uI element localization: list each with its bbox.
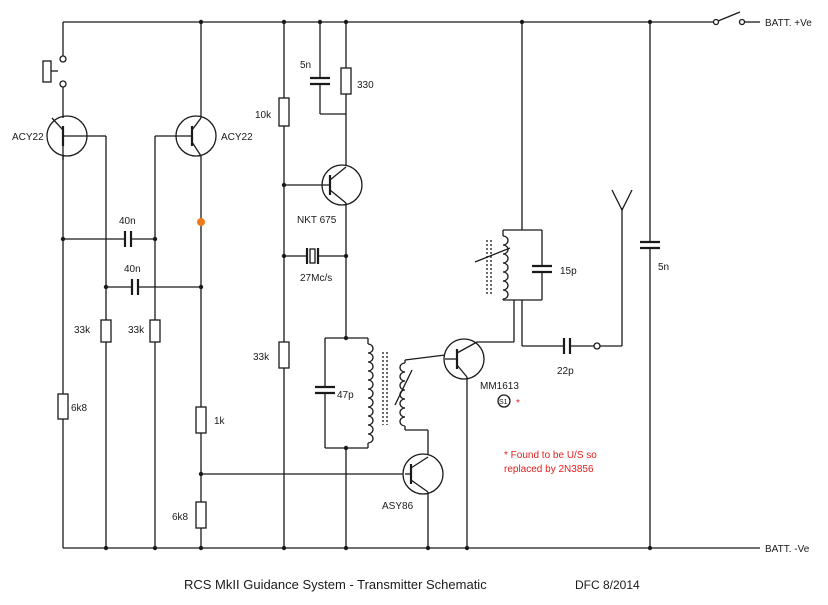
caption-title: RCS MkII Guidance System - Transmitter S… <box>184 577 487 592</box>
resistor-33k-c <box>278 341 290 369</box>
label-c-40n-b: 40n <box>124 264 141 275</box>
crystal-27mcs <box>284 248 346 264</box>
label-xtal: 27Mc/s <box>300 273 332 284</box>
capacitor-22p <box>522 338 594 354</box>
resistor-33k-b <box>149 319 161 343</box>
label-c-15p: 15p <box>560 266 577 277</box>
transistor-q5 <box>402 453 444 495</box>
label-r-33k-c: 33k <box>253 352 270 363</box>
label-r-33k-a: 33k <box>74 325 91 336</box>
label-q1: ACY22 <box>12 132 44 143</box>
label-r-33k-b: 33k <box>128 325 145 336</box>
resistor-10k <box>278 97 290 127</box>
label-s1: S1 <box>499 399 508 406</box>
resistor-33k-a <box>100 319 112 343</box>
note-line-2: replaced by 2N3856 <box>504 464 594 475</box>
label-r-6k8-a: 6k8 <box>71 403 88 414</box>
capacitor-5n-right <box>640 240 660 250</box>
label-c-5n-right: 5n <box>658 262 669 273</box>
resistor-6k8-b <box>195 501 207 529</box>
resistor-6k8-a <box>57 393 69 420</box>
label-star: * <box>516 398 520 409</box>
label-r-1k: 1k <box>214 416 226 427</box>
capacitor-40n-a <box>63 231 155 247</box>
label-q3: NKT 675 <box>297 215 337 226</box>
label-r-10k: 10k <box>255 110 272 121</box>
test-point-marker <box>197 218 205 226</box>
resistor-330 <box>340 67 352 95</box>
label-r-6k8-b: 6k8 <box>172 512 189 523</box>
antenna <box>611 189 633 211</box>
capacitor-40n-b <box>106 279 201 295</box>
label-c-5n-top: 5n <box>300 60 311 71</box>
tank-coil <box>367 338 388 448</box>
coupling-coil <box>394 354 446 455</box>
push-button <box>42 22 67 115</box>
resistor-1k <box>195 406 207 434</box>
label-q5: ASY86 <box>382 501 414 512</box>
note-line-1: * Found to be U/S so <box>504 450 597 461</box>
label-q2: ACY22 <box>221 132 253 143</box>
label-c-47p: 47p <box>337 390 354 401</box>
label-q4: MM1613 <box>480 381 519 392</box>
label-r-330: 330 <box>357 80 374 91</box>
transistor-q1 <box>46 115 106 160</box>
s1-circle <box>497 394 511 408</box>
capacitor-15p <box>532 264 552 274</box>
caption-credit: DFC 8/2014 <box>575 578 640 592</box>
output-coil <box>474 230 522 301</box>
transistor-q4 <box>443 338 485 380</box>
transistor-q3 <box>284 164 363 206</box>
label-batt-neg: BATT. -Ve <box>765 544 810 555</box>
capacitor-5n-top <box>310 76 330 86</box>
label-c-22p: 22p <box>557 366 574 377</box>
transistor-q2 <box>155 115 217 157</box>
label-c-40n-a: 40n <box>119 216 136 227</box>
battery-switch <box>712 11 760 26</box>
capacitor-47p <box>315 385 335 395</box>
label-batt-pos: BATT. +Ve <box>765 18 812 29</box>
